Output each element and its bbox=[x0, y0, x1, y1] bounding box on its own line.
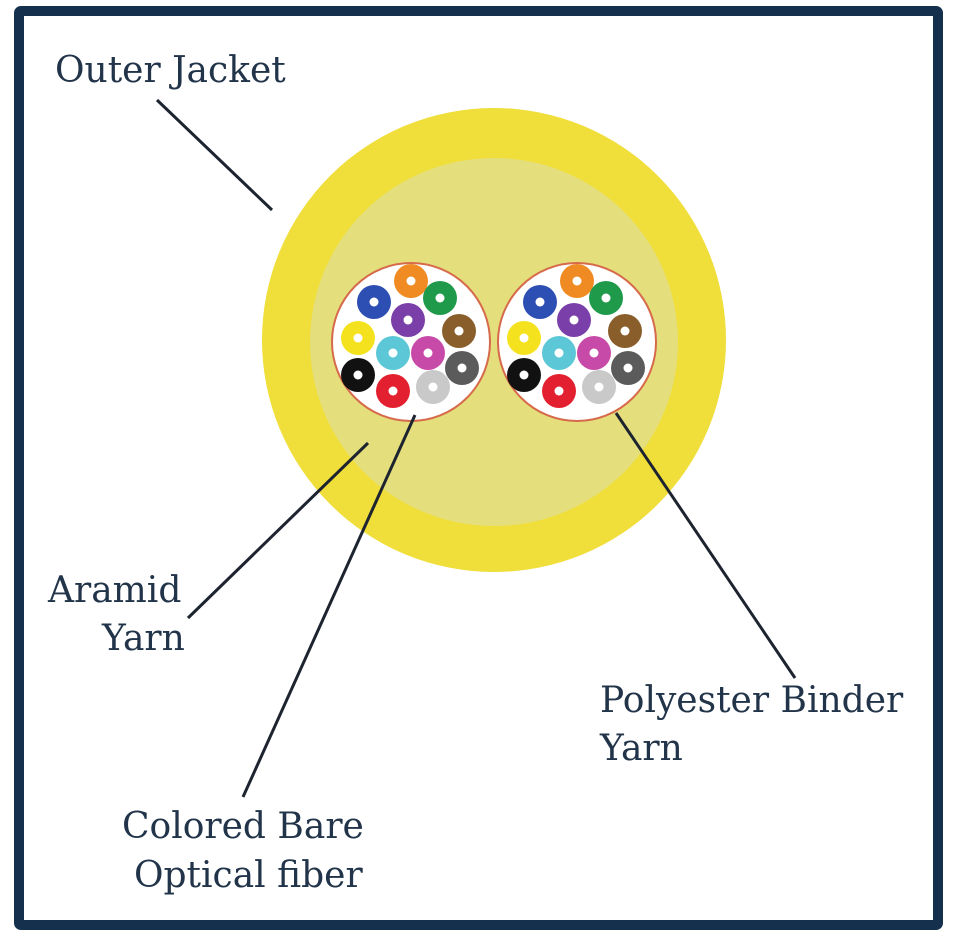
fiber-core-red-right bbox=[554, 386, 564, 396]
fiber-bundle-left bbox=[331, 262, 491, 422]
fiber-core-violet-right bbox=[569, 315, 579, 325]
aramid-yarn-layer bbox=[310, 158, 678, 526]
leader-line-outer-jacket bbox=[155, 98, 274, 212]
fiber-core-yellow-right bbox=[519, 333, 529, 343]
fiber-core-aqua-right bbox=[554, 348, 564, 358]
fiber-core-orange-left bbox=[406, 276, 416, 286]
fiber-core-aqua-left bbox=[388, 348, 398, 358]
fiber-core-rose-right bbox=[589, 348, 599, 358]
fiber-core-green-right bbox=[601, 293, 611, 303]
fiber-core-green-left bbox=[435, 293, 445, 303]
fiber-core-blue-left bbox=[369, 297, 379, 307]
label-fiber-line2: Optical fiber bbox=[134, 855, 363, 896]
fiber-core-yellow-left bbox=[353, 333, 363, 343]
fiber-core-orange-right bbox=[572, 276, 582, 286]
label-fiber-line1: Colored Bare bbox=[122, 806, 364, 847]
fiber-bundle-right bbox=[497, 262, 657, 422]
fiber-core-rose-left bbox=[423, 348, 433, 358]
leader-line-binder-yarn bbox=[614, 412, 797, 679]
leader-line-fiber bbox=[241, 414, 417, 798]
fiber-core-slate-left bbox=[457, 363, 467, 373]
label-aramid-yarn-line1: Aramid bbox=[47, 570, 181, 611]
leader-line-aramid-yarn bbox=[186, 441, 370, 620]
fiber-core-violet-left bbox=[403, 315, 413, 325]
label-binder-yarn-line2: Yarn bbox=[599, 728, 683, 769]
fiber-core-brown-right bbox=[620, 326, 630, 336]
fiber-core-red-left bbox=[388, 386, 398, 396]
fiber-core-white-left bbox=[428, 382, 438, 392]
label-outer-jacket: Outer Jacket bbox=[55, 50, 286, 91]
fiber-core-brown-left bbox=[454, 326, 464, 336]
fiber-core-black-right bbox=[519, 370, 529, 380]
fiber-core-slate-right bbox=[623, 363, 633, 373]
fiber-group-right bbox=[507, 264, 645, 408]
fiber-core-white-right bbox=[594, 382, 604, 392]
fiber-core-black-left bbox=[353, 370, 363, 380]
label-binder-yarn-line1: Polyester Binder bbox=[600, 680, 904, 721]
fiber-group-left bbox=[341, 264, 479, 408]
fiber-core-blue-right bbox=[535, 297, 545, 307]
label-aramid-yarn-line2: Yarn bbox=[101, 618, 185, 659]
